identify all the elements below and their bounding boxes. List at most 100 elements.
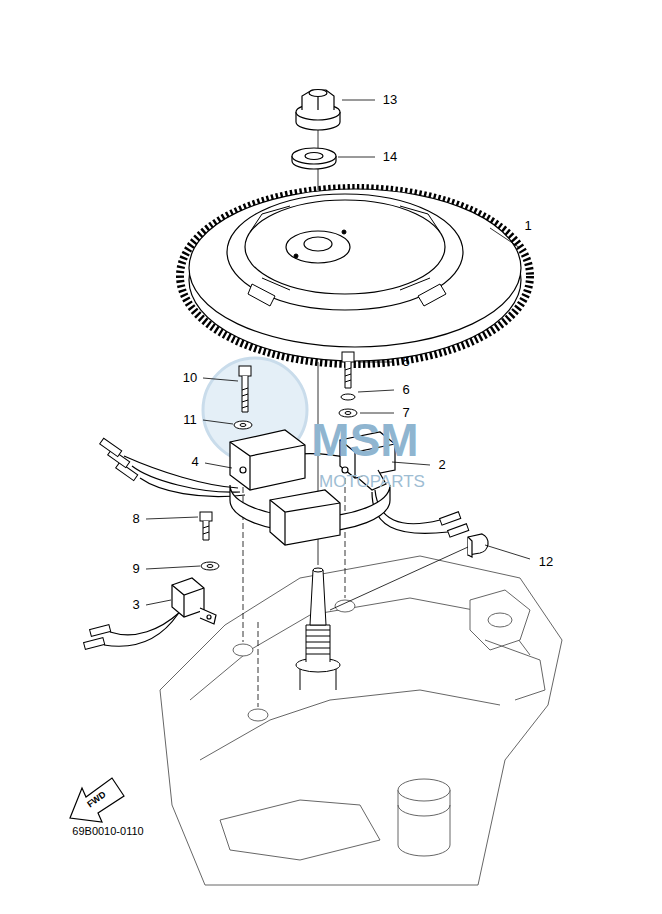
axis-line [330,547,468,610]
leader-line [338,157,375,158]
pulser-coil [200,608,216,624]
wire-connector [84,638,105,650]
callout-number: 4 [191,455,198,469]
pulser-coil [207,615,211,619]
crankshaft [310,570,326,625]
leader-line [342,100,375,101]
bolt [345,368,351,382]
flywheel [189,189,521,347]
wire-connector [100,438,122,456]
crankshaft [313,568,323,572]
stator-coil [270,490,340,545]
flywheel-nut [309,90,327,97]
flywheel [248,284,446,306]
flywheel-nut [296,90,340,131]
leader-line [358,362,394,363]
bolt [342,352,354,362]
callout-number: 13 [383,93,397,107]
engine-block [200,690,500,760]
stator-coil [230,430,305,490]
leader-line [203,378,238,381]
flywheel [180,188,530,364]
diagram-code: 69B0010-0110 [72,825,143,837]
wire [132,466,240,492]
engine-block [160,556,562,885]
engine-block [398,805,450,816]
flywheel [250,206,440,290]
washer [234,421,252,429]
leader-line [146,566,200,569]
bolt [203,521,209,540]
washer [292,148,336,169]
bolt [242,388,248,408]
woodruff-key [468,534,488,557]
washer [292,148,336,164]
flywheel [245,200,445,294]
washer [305,153,323,160]
stator-coil [270,500,340,545]
callout-number: 12 [539,555,553,569]
bolt [203,526,209,534]
leader-line [146,517,198,519]
engine-block [220,800,380,860]
engine-block [398,779,450,801]
direction-arrow [70,778,124,822]
mounting-line [258,622,259,707]
engine-block [485,640,545,700]
flywheel [304,237,332,251]
engine-block [233,644,253,656]
callout-number: 8 [132,512,139,526]
washer [240,424,246,427]
leader-line [490,228,520,248]
callout-number: 11 [183,413,197,427]
watermark: MSM [311,415,418,466]
wire [124,456,238,488]
washer [201,562,219,570]
pulser-coil [172,578,204,617]
crankshaft [306,630,330,654]
crankshaft [296,568,340,690]
callout-number: 14 [383,150,397,164]
engine-block [248,709,268,721]
stator-coil [230,442,305,490]
leader-line [358,390,394,392]
bolt [239,366,251,376]
bolt [242,376,248,412]
leader-line [146,600,171,605]
flywheel [342,230,346,234]
leader-line [146,100,530,605]
wire-connector [90,625,111,637]
callout-number: 5 [402,355,409,369]
engine-block [488,613,512,627]
flywheel-nut [317,97,318,110]
woodruff-key [468,537,472,557]
bolt [200,512,212,521]
leader-line [205,463,232,468]
pulser-coil [172,578,216,624]
callout-number: 10 [183,371,197,385]
pulser-coil [172,585,204,617]
leader-line [485,545,530,559]
bolt [345,362,351,388]
flywheel-nut [302,90,334,110]
callout-number: 2 [438,458,445,472]
direction-arrow [70,778,124,822]
leader-line [360,413,394,414]
engine-block [160,556,562,885]
callout-number: 1 [524,219,531,233]
direction-label: FWD [86,790,108,810]
washer [341,394,355,400]
stator-coil [240,467,246,473]
wire-connector [440,512,461,525]
wire [104,614,178,646]
flywheel [294,254,298,258]
leader-line [203,420,233,424]
mounting-line [345,478,346,598]
flywheel [227,194,463,310]
flywheel [286,231,350,263]
crankshaft [306,625,330,662]
callout-number: 6 [402,383,409,397]
flywheel [180,188,530,364]
watermark: MOTOPARTS [319,473,425,492]
wire-connector [448,524,469,537]
